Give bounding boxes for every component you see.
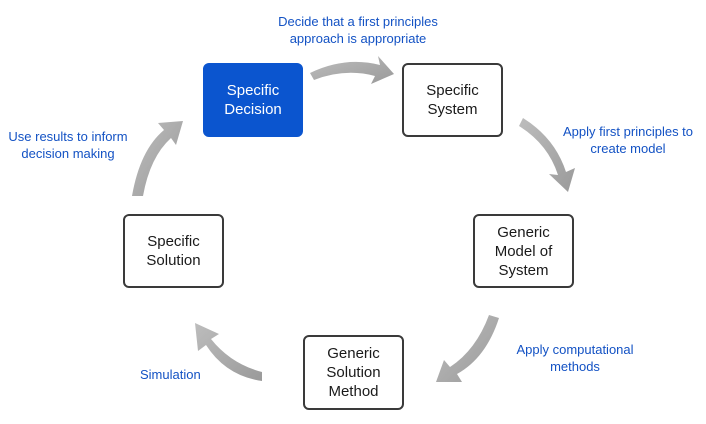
label-apply-computational: Apply computational methods [516,342,634,374]
node-specific-decision-label: Specific Decision [224,82,282,118]
arrow-method-to-solution [195,323,262,381]
node-generic-model-label: Generic Model of System [494,223,553,279]
label-apply-first-principles: Apply first principles to create model [562,124,694,156]
node-specific-decision: Specific Decision [203,63,303,137]
label-simulation: Simulation [140,367,201,382]
arrow-model-to-method [436,315,499,382]
label-use-results: Use results to inform decision making [8,129,128,161]
node-specific-system: Specific System [402,63,503,137]
arrow-decision-to-system [310,56,394,84]
arrow-solution-to-decision [132,121,183,196]
node-generic-solution-method: Generic Solution Method [303,335,404,410]
node-generic-solution-method-label: Generic Solution Method [326,345,381,400]
node-specific-solution: Specific Solution [123,214,224,288]
arrow-system-to-model [519,118,575,192]
node-specific-system-label: Specific System [426,82,479,118]
node-generic-model: Generic Model of System [473,214,574,288]
label-decide-first-principles: Decide that a first principles approach … [278,14,438,46]
node-specific-solution-label: Specific Solution [146,233,201,269]
